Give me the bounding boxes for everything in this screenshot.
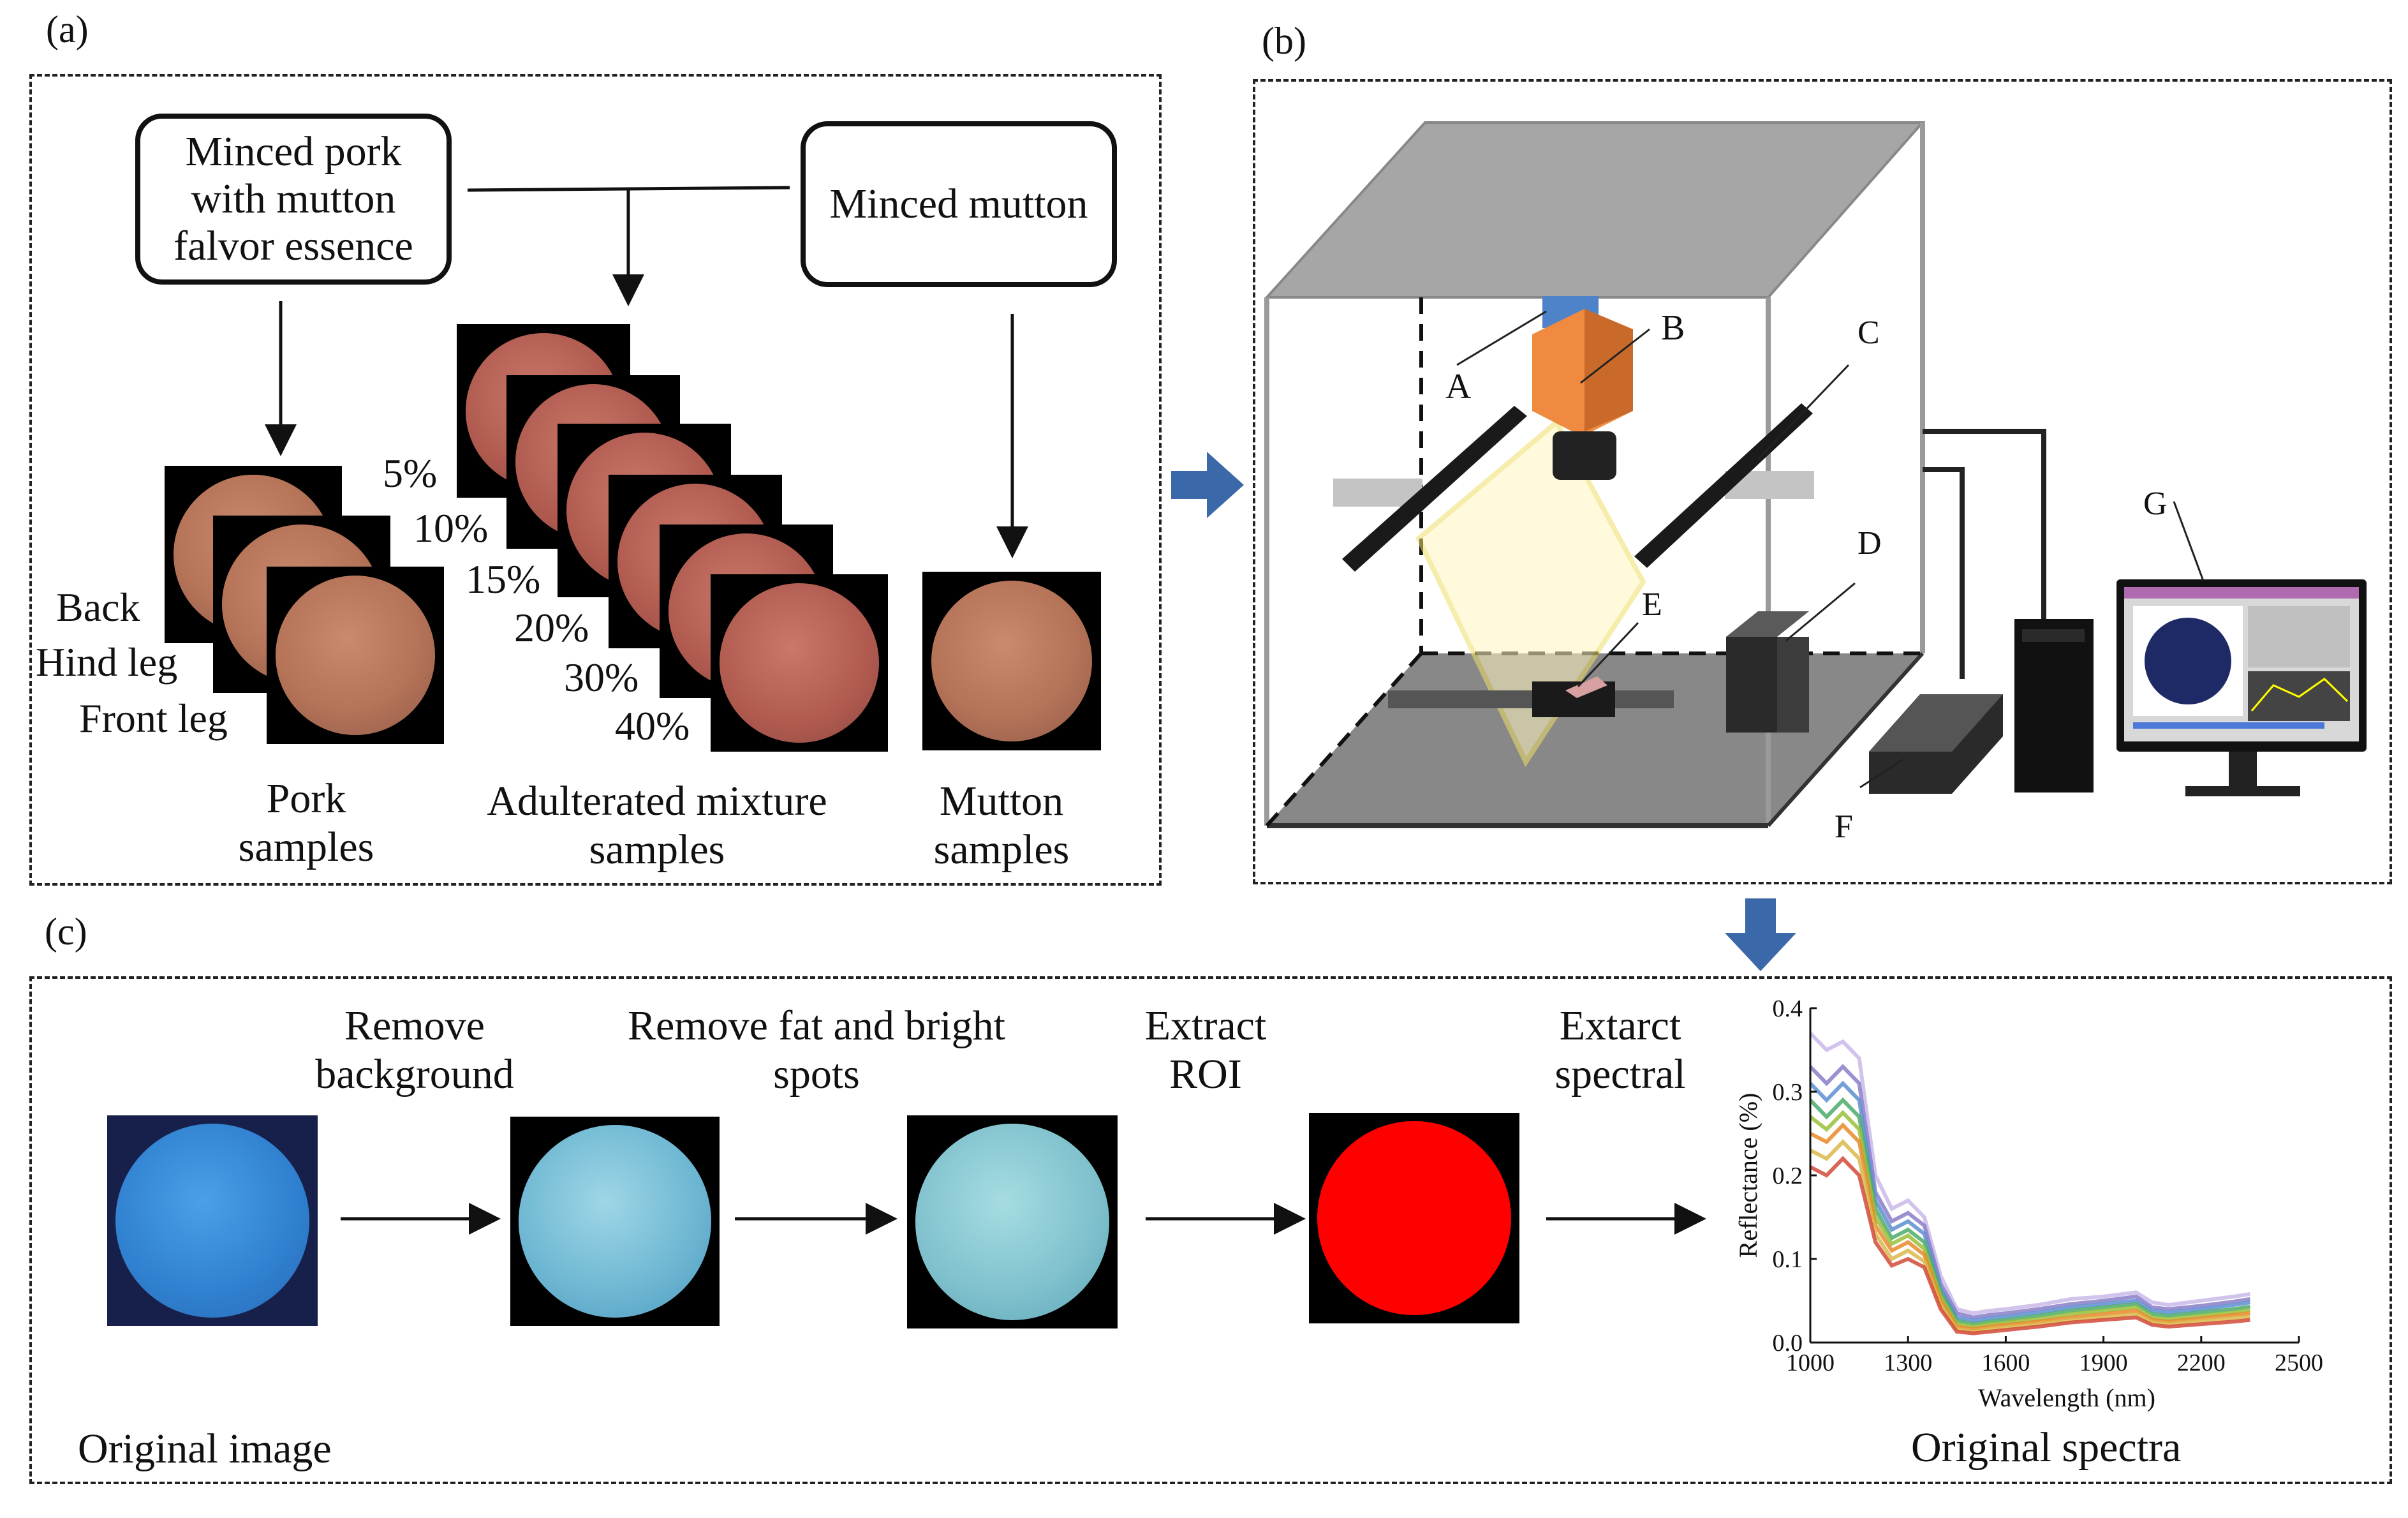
x-tick-label: 2200 [2177,1350,2226,1376]
caption-mutton: Mutton samples [933,778,1070,873]
panel-a-arrows [265,186,1028,558]
x-tick-label: 1300 [1884,1350,1932,1376]
caption-original-image: Original image [78,1425,332,1472]
x-tick-label: 1600 [1981,1350,2030,1376]
camera-lens [1553,431,1616,480]
panel-c-arrows [341,1203,1706,1235]
sample-dish [1565,676,1607,698]
spectrum-line-4 [1809,1110,2250,1329]
label-f: F [1835,808,1853,845]
source-box-mutton: Minced mutton [801,121,1117,287]
arrow-a-to-b [1171,452,1244,518]
spectrum-line-2 [1808,1080,2250,1323]
y-tick-label: 0.1 [1773,1246,1803,1273]
pork-part-front-leg: Front leg [79,696,228,741]
controller-d [1726,637,1777,733]
label-c: C [1858,315,1880,351]
fat-removed-image [907,1115,1118,1328]
label-g: G [2143,486,2168,522]
roi-image [1309,1113,1519,1323]
y-axis-label: Reflectance (%) [1734,1093,1762,1258]
pork-part-back: Back [56,584,140,630]
y-tick-label: 0.2 [1773,1163,1803,1189]
panel-a-frame [29,74,1162,886]
light-source-left [1342,406,1527,572]
background-removed-image [510,1117,720,1326]
mixture-sample-40 [711,574,888,752]
spectrum-line-5 [1809,1122,2250,1332]
connector-horizontal [467,186,790,192]
label-a: A [1445,367,1472,406]
step-remove-fat: Remove fat and bright spots [627,1002,1005,1098]
x-tick-label: 1000 [1786,1350,1835,1376]
arrow-b-to-c [1725,898,1796,971]
spectrum-line-7 [1809,1156,2250,1336]
percent-10: 10% [413,505,489,551]
original-image [107,1115,318,1326]
percent-20: 20% [514,605,589,650]
x-tick-label: 2500 [2275,1350,2323,1376]
label-e: E [1642,586,1662,623]
step-remove-background: Remove background [315,1002,514,1098]
computer-tower [2014,619,2094,792]
x-tick-label: 1900 [2079,1350,2128,1376]
chart-series-group [1808,1032,2250,1336]
y-tick-label: 0.3 [1773,1079,1803,1106]
panel-c-frame [29,976,2392,1484]
pork-sample-front-leg [267,567,444,744]
percent-5: 5% [383,450,438,496]
percent-30: 30% [564,655,639,700]
step-extract-roi: Extract ROI [1144,1002,1267,1098]
chart-ticks-group: 1000 1300 1600 1900 2200 2500 0.0 0.1 0.2 0.3 0.4 [1773,995,2324,1376]
caption-original-spectra: Original spectra [1911,1424,2182,1471]
mutton-sample [922,572,1101,750]
step-extract-spectral: Extarct spectral [1555,1002,1686,1098]
imaging-system-illustration: A B C D E F G [1264,121,2367,845]
percent-15: 15% [466,556,541,602]
percent-40: 40% [615,703,690,748]
label-d: D [1858,525,1882,562]
caption-mixture: Adulterated mixture samples [487,778,827,873]
panel-b-frame [1253,79,2392,884]
light-source-right [1634,403,1813,568]
source-box-pork-with-essence: Minced pork with mutton falvor essence [135,114,452,285]
chart-axes-group [1809,1008,2299,1344]
caption-pork: Pork samples [238,775,374,870]
enclosure-top [1264,121,1926,299]
spectrum-line-0 [1808,1032,2250,1316]
x-axis-label: Wavelength (nm) [1978,1383,2155,1412]
source-pork-label: Minced pork with mutton falvor essence [174,128,413,269]
panel-c-label: (c) [45,911,87,953]
pork-part-hind-leg: Hind leg [36,639,178,685]
label-b: B [1661,308,1685,348]
y-tick-label: 0.4 [1773,995,1803,1022]
panel-b-label: (b) [1262,20,1306,62]
source-mutton-label: Minced mutton [829,181,1088,228]
panel-a-label: (a) [46,8,89,50]
spectrum-line-1 [1808,1064,2250,1320]
spectrum-line-6 [1809,1139,2250,1334]
y-tick-label: 0.0 [1773,1330,1803,1357]
